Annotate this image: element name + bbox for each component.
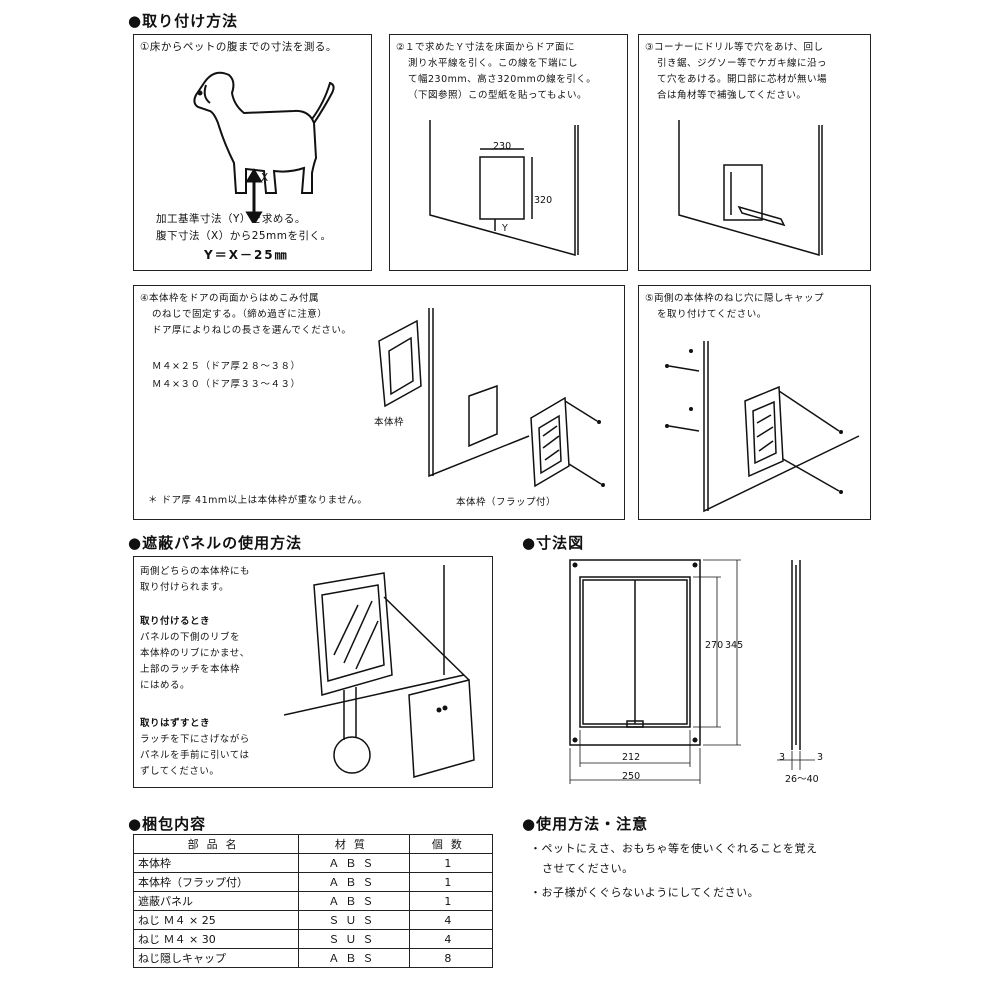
part-quantity: 1 <box>408 872 494 892</box>
step-4-label-frame-flap: 本体枠（フラップ付） <box>456 497 557 508</box>
part-material: ＡＢＳ <box>298 853 410 873</box>
step-2-line-4: （下図参照）この型紙を貼ってもよい。 <box>408 90 588 101</box>
step-4-line-1: ④本体枠をドアの両面からはめこみ付属 <box>140 293 320 304</box>
step-4-label-frame: 本体枠 <box>374 417 405 428</box>
table-row: ねじ Ｍ４ × 30 ＳＵＳ 4 <box>132 929 494 949</box>
dog-illustration <box>193 71 335 223</box>
step-1-line-1: 加工基準寸法（Y）を求める。 <box>156 213 306 225</box>
panel-intro-1: 両側どちらの本体枠にも <box>140 566 251 577</box>
step-3-line-4: 合は角材等で補強してください。 <box>657 90 807 101</box>
panel-illustration <box>284 565 475 778</box>
section-title-install: ●取り付け方法 <box>128 12 239 30</box>
part-material: ＡＢＳ <box>298 948 410 968</box>
table-row: 遮蔽パネル ＡＢＳ 1 <box>132 891 494 911</box>
step-1-line-2: 腹下寸法（X）から25mmを引く。 <box>156 230 332 242</box>
panel-attach-2: 本体枠のリブにかませ、 <box>140 648 250 659</box>
part-name: ねじ Ｍ４ × 25 <box>132 910 300 930</box>
usage-note-2: ・お子様がくぐらないようにしてください。 <box>530 886 760 899</box>
header-material: 材質 <box>298 834 410 854</box>
part-name: 遮蔽パネル <box>132 891 300 911</box>
frame-assembly-illustration <box>378 308 605 488</box>
part-quantity: 8 <box>408 948 494 968</box>
step-4-spec-2: Ｍ４×３０（ドア厚３３～４３） <box>152 379 301 390</box>
step-2-line-2: 測り水平線を引く。この線を下端にし <box>408 58 579 69</box>
step-4-spec-1: Ｍ４×２５（ドア厚２８～３８） <box>152 361 301 372</box>
step-1-panel: ①床からペットの腹までの寸法を測る。 X 加工基準寸法（Y）を求める。 腹下寸法… <box>133 34 372 271</box>
step-2-line-1: ②１で求めたＹ寸法を床面からドア面に <box>396 42 576 53</box>
panel-remove-1: ラッチを下にさげながら <box>140 734 250 745</box>
dim-depth: 26～40 <box>785 774 819 785</box>
panel-attach-4: にはめる。 <box>140 680 191 691</box>
cap-install-illustration <box>665 341 860 513</box>
panel-attach-1: パネルの下側のリブを <box>140 632 241 643</box>
step-4-line-3: ドア厚によりねじの長さを選んでください。 <box>152 325 352 336</box>
step-5-panel: ⑤両側の本体枠のねじ穴に隠しキャップ を取り付けてください。 <box>638 285 871 520</box>
table-row: 本体枠（フラップ付） ＡＢＳ 1 <box>132 872 494 892</box>
dim-outer-height: 345 <box>725 640 744 651</box>
step-2-height-label: 320 <box>534 195 553 206</box>
parts-table: 部品名 材質 個数 本体枠 ＡＢＳ 1 本体枠（フラップ付） ＡＢＳ 1 遮蔽パ… <box>132 834 494 968</box>
step-5-line-1: ⑤両側の本体枠のねじ穴に隠しキャップ <box>645 293 825 304</box>
step-4-panel: ④本体枠をドアの両面からはめこみ付属 のねじで固定する。（締め過ぎに注意） ドア… <box>133 285 625 520</box>
usage-note-1: ・ペットにえさ、おもちゃ等を使いくぐれることを覚え <box>530 842 818 855</box>
usage-note-1-cont: させてください。 <box>542 862 634 875</box>
section-title-dimensions: ●寸法図 <box>522 534 585 552</box>
step-2-y-label: Y <box>502 223 508 234</box>
section-title-contents: ●梱包内容 <box>128 815 207 833</box>
part-material: ＡＢＳ <box>298 891 410 911</box>
step-3-line-2: 引き鋸、ジグソー等でケガキ線に沿っ <box>657 58 828 69</box>
dim-thickness-2: 3 <box>817 752 824 763</box>
step-3-line-1: ③コーナーにドリル等で穴をあけ、回し <box>645 42 824 53</box>
table-row: 本体枠 ＡＢＳ 1 <box>132 853 494 873</box>
panel-remove-title: 取りはずすとき <box>140 718 211 729</box>
panel-usage-box: 両側どちらの本体枠にも 取り付けられます。 取り付けるとき パネルの下側のリブを… <box>133 556 493 788</box>
section-title-usage: ●使用方法・注意 <box>522 815 649 833</box>
panel-attach-3: 上部のラッチを本体枠 <box>140 664 241 675</box>
door-template-illustration <box>429 120 579 256</box>
step-1-x-label: X <box>261 172 269 184</box>
part-quantity: 1 <box>408 853 494 873</box>
dim-inner-height: 270 <box>705 640 724 651</box>
header-part-name: 部品名 <box>132 834 300 854</box>
part-name: 本体枠（フラップ付） <box>132 872 300 892</box>
header-quantity: 個数 <box>408 834 494 854</box>
step-4-line-2: のねじで固定する。（締め過ぎに注意） <box>152 309 328 320</box>
part-name: 本体枠 <box>132 853 300 873</box>
dimension-drawing <box>569 559 815 784</box>
dim-thickness-1: 3 <box>779 752 786 763</box>
dim-outer-width: 250 <box>622 771 641 782</box>
panel-attach-title: 取り付けるとき <box>140 616 211 627</box>
step-3-panel: ③コーナーにドリル等で穴をあけ、回し 引き鋸、ジグソー等でケガキ線に沿っ て穴を… <box>638 34 871 271</box>
panel-intro-2: 取り付けられます。 <box>140 582 230 593</box>
step-4-note: ＊ ドア厚 41mm以上は本体枠が重なりません。 <box>148 495 368 506</box>
section-title-panel: ●遮蔽パネルの使用方法 <box>128 534 303 552</box>
door-cutout-illustration <box>678 120 823 256</box>
table-row: ねじ Ｍ４ × 25 ＳＵＳ 4 <box>132 910 494 930</box>
panel-remove-3: ずしてください。 <box>140 766 220 777</box>
part-name: ねじ Ｍ４ × 30 <box>132 929 300 949</box>
step-2-panel: ②１で求めたＹ寸法を床面からドア面に 測り水平線を引く。この線を下端にし て幅2… <box>389 34 628 271</box>
part-name: ねじ隠しキャップ <box>132 948 300 968</box>
part-material: ＳＵＳ <box>298 929 410 949</box>
parts-table-header: 部品名 材質 個数 <box>132 834 494 854</box>
step-2-line-3: て幅230mm、高さ320mmの線を引く。 <box>408 74 597 85</box>
step-2-width-label: 230 <box>493 141 512 152</box>
part-quantity: 4 <box>408 910 494 930</box>
dim-inner-width: 212 <box>622 752 641 763</box>
step-1-formula: Y＝X－25㎜ <box>204 248 289 262</box>
step-1-title: ①床からペットの腹までの寸法を測る。 <box>140 41 337 53</box>
step-3-line-3: て穴をあける。開口部に芯材が無い場 <box>657 74 828 85</box>
part-material: ＳＵＳ <box>298 910 410 930</box>
part-material: ＡＢＳ <box>298 872 410 892</box>
part-quantity: 1 <box>408 891 494 911</box>
panel-remove-2: パネルを手前に引いては <box>140 750 250 761</box>
step-5-line-2: を取り付けてください。 <box>657 309 767 320</box>
part-quantity: 4 <box>408 929 494 949</box>
table-row: ねじ隠しキャップ ＡＢＳ 8 <box>132 948 494 968</box>
